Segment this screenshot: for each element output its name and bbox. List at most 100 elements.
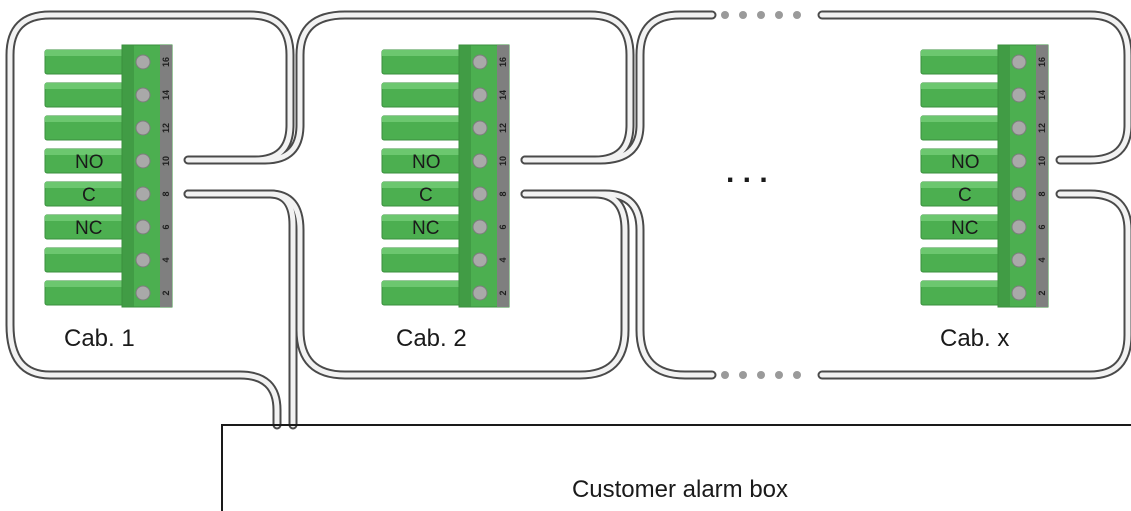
- connector-finger-highlight: [382, 50, 462, 56]
- terminal-pin: [135, 186, 151, 202]
- pin-number-label: 6: [161, 224, 171, 229]
- contact-label-c: C: [958, 185, 972, 206]
- connector-body-shade: [459, 45, 471, 307]
- pin-number-label: 10: [161, 156, 171, 166]
- pin-number-label: 10: [1037, 156, 1047, 166]
- cable-cabx-top-left: [520, 10, 717, 165]
- pin-number-label: 12: [1037, 123, 1047, 133]
- cabinet-label-2: Cab. 2: [396, 325, 467, 352]
- terminal-connector: 16 14 12 10 8 6 4 2 NO C NC: [920, 44, 1049, 308]
- terminal-pin: [1011, 252, 1027, 268]
- connector-finger-highlight: [45, 182, 125, 188]
- connector-finger-highlight: [921, 83, 1001, 89]
- terminal-pin: [472, 285, 488, 301]
- pin-number-label: 4: [161, 257, 171, 262]
- terminal-pin: [472, 54, 488, 70]
- connector-finger-highlight: [382, 248, 462, 254]
- pin-number-label: 2: [161, 290, 171, 295]
- connector-finger-highlight: [45, 248, 125, 254]
- contact-label-no: NO: [951, 152, 980, 173]
- connector-finger-highlight: [45, 281, 125, 287]
- pin-number-label: 14: [1037, 90, 1047, 100]
- terminal-pin: [1011, 120, 1027, 136]
- connector-finger-highlight: [921, 50, 1001, 56]
- contact-label-nc: NC: [412, 218, 439, 239]
- connector-finger-highlight: [45, 149, 125, 155]
- terminal-connector: 16 14 12 10 8 6 4 2 NO C NC: [381, 44, 510, 308]
- pin-number-label: 6: [498, 224, 508, 229]
- cabinet-label-x: Cab. x: [940, 325, 1009, 352]
- contact-label-no: NO: [412, 152, 441, 173]
- connector-finger-highlight: [921, 149, 1001, 155]
- pin-number-label: 14: [161, 90, 171, 100]
- terminal-pin: [472, 120, 488, 136]
- connector-finger-highlight: [921, 182, 1001, 188]
- pin-number-label: 2: [498, 290, 508, 295]
- connector-finger-highlight: [382, 215, 462, 221]
- connector-finger-highlight: [921, 116, 1001, 122]
- pin-number-label: 6: [1037, 224, 1047, 229]
- cable-group: [5, 10, 1131, 430]
- connectors-group: 16 14 12 10 8 6 4 2 NO C NC 16 14 12 10 8 6 4 2 NO C NC 16 14 12…: [44, 44, 1049, 308]
- terminal-pin: [1011, 285, 1027, 301]
- terminal-pin: [1011, 54, 1027, 70]
- pin-number-label: 8: [161, 191, 171, 196]
- connector-finger-highlight: [921, 281, 1001, 287]
- terminal-pin: [135, 219, 151, 235]
- connector-finger-highlight: [921, 215, 1001, 221]
- terminal-pin: [472, 252, 488, 268]
- connector-finger-highlight: [382, 281, 462, 287]
- connector-finger-highlight: [921, 248, 1001, 254]
- terminal-pin: [135, 120, 151, 136]
- ellipsis-text: . . .: [726, 156, 768, 189]
- pin-number-label: 12: [498, 123, 508, 133]
- contact-label-no: NO: [75, 152, 104, 173]
- pin-number-strip: [160, 45, 172, 307]
- pin-number-label: 16: [161, 57, 171, 67]
- connector-finger-highlight: [382, 83, 462, 89]
- pin-number-label: 4: [498, 257, 508, 262]
- cabinet-label-1: Cab. 1: [64, 325, 135, 352]
- terminal-connector: 16 14 12 10 8 6 4 2 NO C NC: [44, 44, 173, 308]
- contact-label-nc: NC: [75, 218, 102, 239]
- pin-number-label: 10: [498, 156, 508, 166]
- pin-number-strip: [1036, 45, 1048, 307]
- connector-finger-highlight: [382, 149, 462, 155]
- terminal-pin: [1011, 153, 1027, 169]
- terminal-pin: [1011, 186, 1027, 202]
- contact-label-nc: NC: [951, 218, 978, 239]
- pin-number-label: 2: [1037, 290, 1047, 295]
- terminal-pin: [1011, 87, 1027, 103]
- connector-finger-highlight: [382, 182, 462, 188]
- terminal-pin: [135, 54, 151, 70]
- pin-number-label: 8: [1037, 191, 1047, 196]
- connector-finger-highlight: [45, 116, 125, 122]
- contact-label-c: C: [419, 185, 433, 206]
- terminal-pin: [135, 87, 151, 103]
- pin-number-label: 16: [1037, 57, 1047, 67]
- pin-number-label: 4: [1037, 257, 1047, 262]
- pin-number-label: 14: [498, 90, 508, 100]
- terminal-pin: [1011, 219, 1027, 235]
- connector-body-shade: [998, 45, 1010, 307]
- connector-finger-highlight: [45, 83, 125, 89]
- alarm-box-outline: [221, 424, 1131, 511]
- terminal-pin: [135, 285, 151, 301]
- terminal-pin: [472, 219, 488, 235]
- pin-number-strip: [497, 45, 509, 307]
- connector-body-shade: [122, 45, 134, 307]
- connector-finger-highlight: [45, 50, 125, 56]
- pin-number-label: 8: [498, 191, 508, 196]
- pin-number-label: 16: [498, 57, 508, 67]
- connector-finger-highlight: [382, 116, 462, 122]
- terminal-pin: [472, 186, 488, 202]
- alarm-box-label: Customer alarm box: [572, 476, 788, 503]
- terminal-pin: [472, 153, 488, 169]
- cable-break-dots: [721, 11, 801, 379]
- pin-number-label: 12: [161, 123, 171, 133]
- contact-label-c: C: [82, 185, 96, 206]
- terminal-pin: [135, 252, 151, 268]
- terminal-pin: [472, 87, 488, 103]
- connector-finger-highlight: [45, 215, 125, 221]
